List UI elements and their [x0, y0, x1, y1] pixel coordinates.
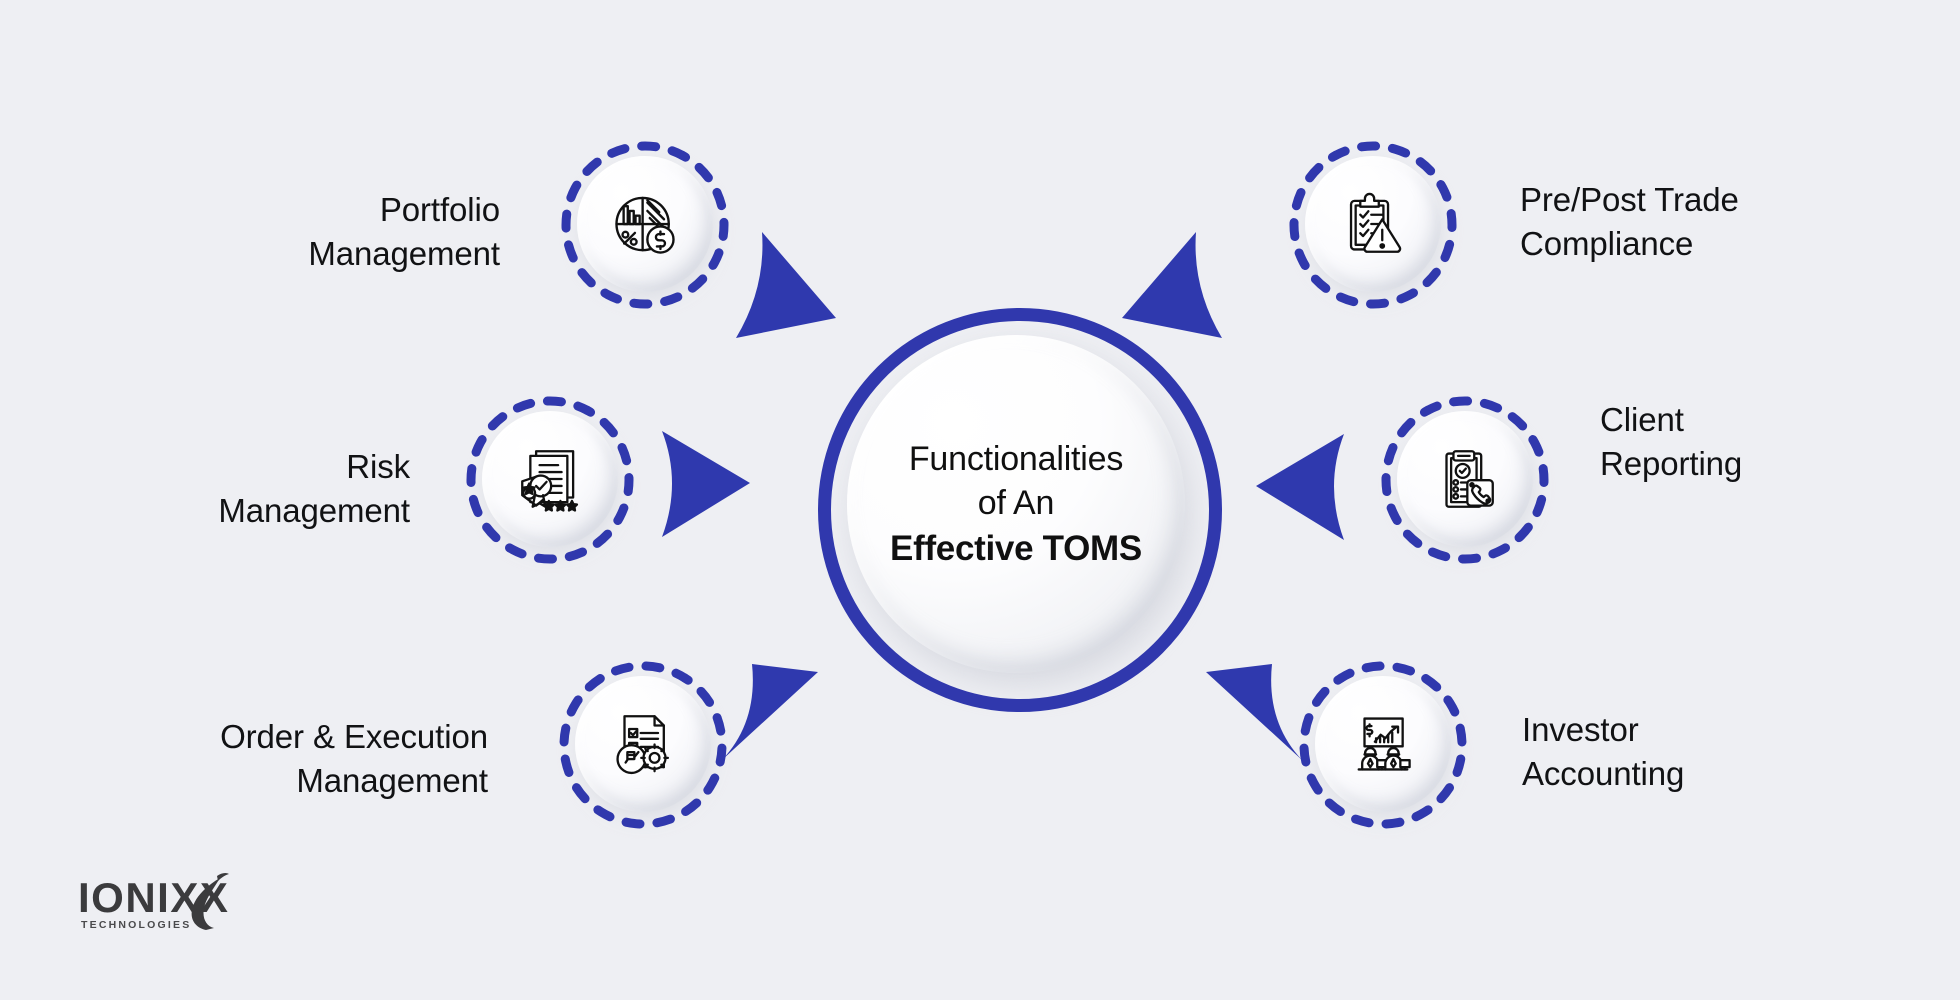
label-investor-accounting: Investor Accounting	[1522, 711, 1685, 792]
center-title-line-3: Effective TOMS	[890, 528, 1142, 568]
center-hub: Functionalities of An Effective TOMS	[818, 308, 1222, 712]
arrow-risk-to-center	[648, 425, 768, 545]
node-disc	[1397, 411, 1533, 547]
arrow-investor-accounting-to-center	[1192, 660, 1312, 780]
center-title-line-1: Functionalities	[908, 439, 1124, 478]
node-pre-post-trade-compliance[interactable]	[1288, 140, 1458, 310]
certificate-documents-icon	[521, 450, 579, 512]
label-portfolio-management: Portfolio Management	[308, 191, 500, 272]
center-hub-disc: Functionalities of An Effective TOMS	[847, 335, 1185, 673]
node-disc	[1305, 156, 1441, 292]
node-disc	[575, 676, 711, 812]
node-ring-dashed-right	[1288, 140, 1458, 310]
node-order-execution-management[interactable]	[558, 660, 728, 830]
node-disc	[577, 156, 713, 292]
label-client-reporting: Client Reporting	[1600, 401, 1743, 482]
ionixx-logo: IONIXX TECHNOLOGIES	[78, 868, 278, 940]
chart-board-people-icon	[1357, 717, 1411, 771]
arrow-compliance-to-center	[1112, 228, 1232, 348]
node-ring-dashed-left	[560, 140, 730, 310]
arrow-order-execution-to-center	[712, 660, 832, 780]
label-pre-post-trade-compliance: Pre/Post Trade Compliance	[1520, 181, 1739, 262]
ionixx-swoosh-icon	[191, 872, 229, 930]
ionixx-wordmark: IONIXX	[78, 874, 229, 921]
checklist-gear-icon	[616, 715, 670, 775]
node-disc	[482, 411, 618, 547]
pie-chart-dollar-icon	[615, 196, 675, 254]
node-ring-dashed-left	[465, 395, 635, 565]
node-disc	[1315, 676, 1451, 812]
node-client-reporting[interactable]	[1380, 395, 1550, 565]
ionixx-tagline: TECHNOLOGIES	[81, 919, 191, 931]
clipboard-phone-icon	[1445, 450, 1494, 508]
node-ring-dashed-right	[1298, 660, 1468, 830]
arrow-portfolio-to-center	[726, 228, 846, 348]
clipboard-warning-icon	[1349, 192, 1402, 253]
node-investor-accounting[interactable]	[1298, 660, 1468, 830]
node-ring-dashed-right	[1380, 395, 1550, 565]
node-portfolio-management[interactable]	[560, 140, 730, 310]
node-risk-management[interactable]	[465, 395, 635, 565]
center-title-line-2: of An	[977, 483, 1055, 522]
arrow-client-reporting-to-center	[1238, 428, 1358, 548]
label-order-execution-management: Order & Execution Management	[220, 718, 488, 799]
node-ring-dashed-left	[558, 660, 728, 830]
label-risk-management: Risk Management	[218, 448, 410, 529]
